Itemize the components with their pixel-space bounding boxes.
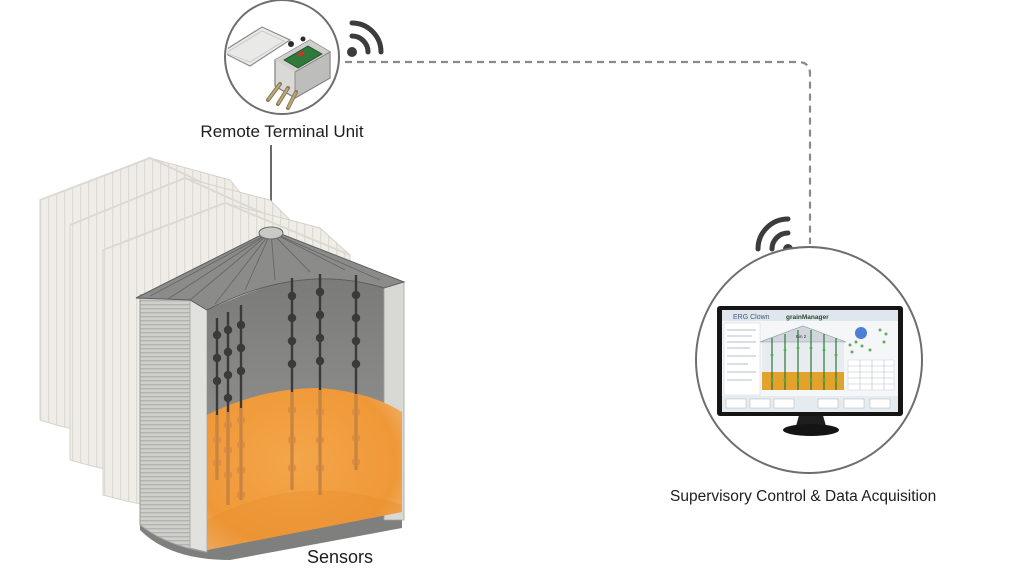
monitor-icon: ERG Clown grainManager Bin 2 bbox=[717, 306, 903, 436]
rtu-badge bbox=[224, 0, 340, 115]
wireless-link-path bbox=[345, 60, 812, 244]
scada-badge: ERG Clown grainManager Bin 2 bbox=[695, 246, 923, 474]
cutaway-silo bbox=[135, 226, 406, 560]
rtu-device-icon bbox=[227, 26, 331, 110]
screen-brand: grainManager bbox=[786, 314, 829, 321]
grain-fill bbox=[207, 388, 402, 550]
wifi-icon bbox=[347, 20, 384, 57]
screen-bin-label: Bin 2 bbox=[796, 334, 807, 339]
scada-label: Supervisory Control & Data Acquisition bbox=[670, 488, 937, 505]
silo-outer-wall bbox=[139, 284, 206, 553]
screen-title: ERG Clown bbox=[733, 314, 770, 321]
sensors-label: Sensors bbox=[307, 547, 374, 567]
rtu-label-text: Remote Terminal Unit bbox=[200, 122, 364, 141]
rtu-label: Remote Terminal Unit bbox=[0, 122, 560, 142]
sensor-cables bbox=[212, 274, 361, 505]
silo-roof bbox=[135, 229, 406, 311]
